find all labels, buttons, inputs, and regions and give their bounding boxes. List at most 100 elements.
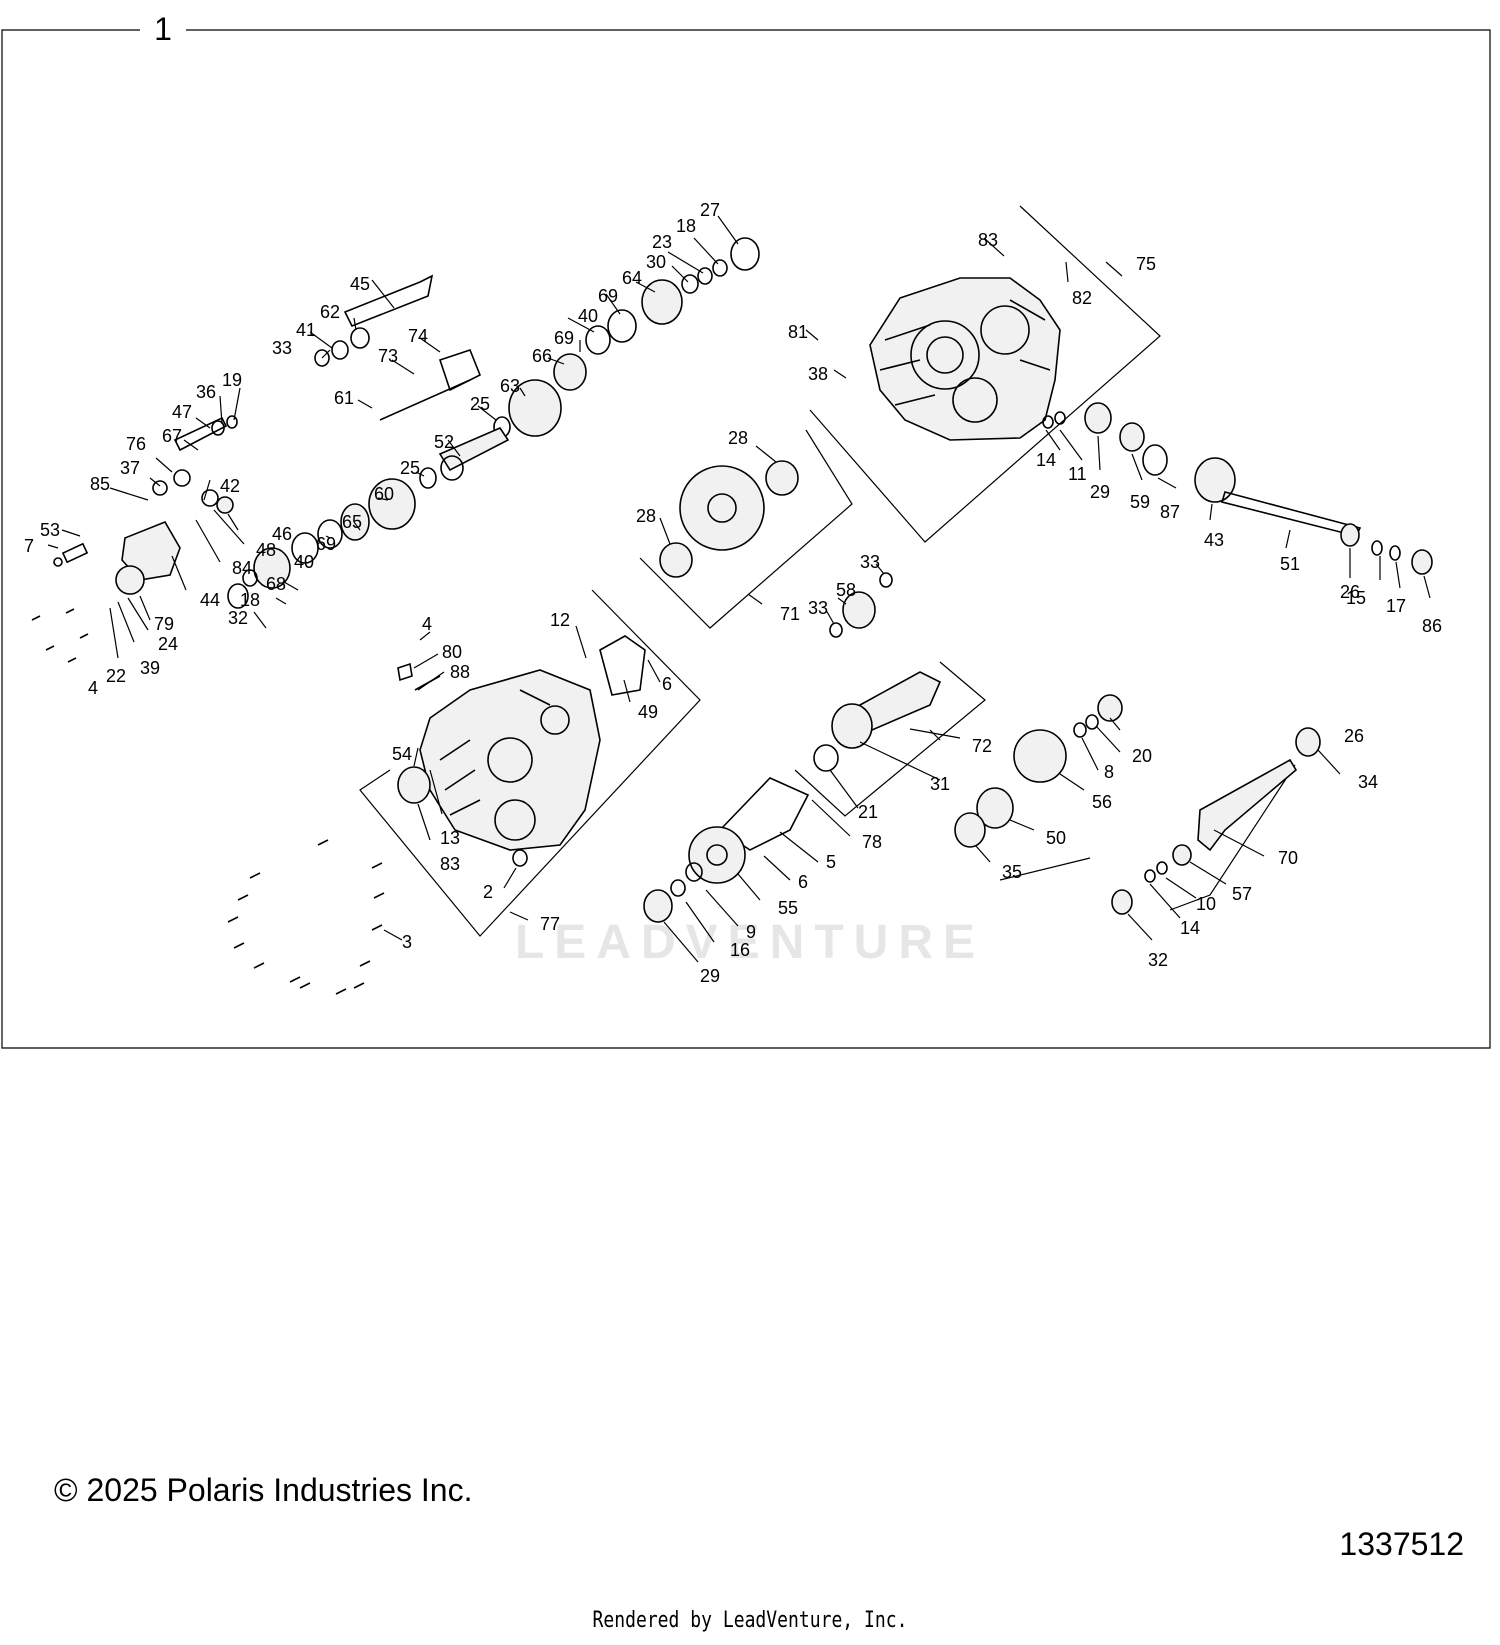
callout-74: 74 [408, 326, 428, 346]
callout-12: 12 [550, 610, 570, 630]
lower-case-small-parts [397, 635, 646, 867]
callout-9: 9 [746, 922, 756, 942]
callout-6b: 6 [798, 872, 808, 892]
shaft-72 [718, 671, 942, 851]
callout-41: 41 [296, 320, 316, 340]
lower-case-half [419, 669, 601, 851]
callout-43: 43 [1204, 530, 1224, 550]
callout-26a: 26 [1344, 726, 1364, 746]
callout-83b: 83 [440, 854, 460, 874]
callout-19: 19 [222, 370, 242, 390]
callout-40b: 40 [294, 552, 314, 572]
callout-40a: 40 [578, 306, 598, 326]
callout-64: 64 [622, 268, 642, 288]
callout-7: 7 [24, 536, 34, 556]
upper-case-half [869, 277, 1061, 441]
callout-38: 38 [808, 364, 828, 384]
actuator-parts [53, 415, 238, 595]
callout-18b: 18 [240, 590, 260, 610]
render-credit: Rendered by LeadVenture, Inc. [592, 1608, 908, 1633]
watermark: LEADVENTURE [515, 916, 985, 969]
callout-51: 51 [1280, 554, 1300, 574]
callout-33c: 33 [808, 598, 828, 618]
callout-4a: 4 [422, 614, 432, 634]
output-shaft-assembly [1042, 402, 1433, 575]
callout-48: 48 [256, 540, 276, 560]
callout-3: 3 [402, 932, 412, 952]
callout-82: 82 [1072, 288, 1092, 308]
callout-26b: 26 [1340, 582, 1360, 602]
callout-6a: 6 [662, 674, 672, 694]
subassembly-77-box [359, 589, 701, 937]
gear-56-50-group [954, 694, 1123, 848]
callout-56: 56 [1092, 792, 1112, 812]
callout-53: 53 [40, 520, 60, 540]
callout-24: 24 [158, 634, 178, 654]
callout-45: 45 [350, 274, 370, 294]
callout-35: 35 [1002, 862, 1022, 882]
callout-33a: 33 [272, 338, 292, 358]
callout-88: 88 [450, 662, 470, 682]
callout-25b: 25 [400, 458, 420, 478]
callout-28b: 28 [636, 506, 656, 526]
callout-39: 39 [140, 658, 160, 678]
callout-18a: 18 [676, 216, 696, 236]
callout-80: 80 [442, 642, 462, 662]
callout-78: 78 [862, 832, 882, 852]
subassembly-70-box [1169, 764, 1296, 911]
callout-81: 81 [788, 322, 808, 342]
callout-17: 17 [1386, 596, 1406, 616]
callout-31: 31 [930, 774, 950, 794]
callout-75: 75 [1136, 254, 1156, 274]
callout-70: 70 [1278, 848, 1298, 868]
callout-27: 27 [700, 200, 720, 220]
callout-65: 65 [342, 512, 362, 532]
callout-54: 54 [392, 744, 412, 764]
callout-60: 60 [374, 484, 394, 504]
callout-25a: 25 [470, 394, 490, 414]
callout-61: 61 [334, 388, 354, 408]
callout-14b: 14 [1180, 918, 1200, 938]
callout-32b: 32 [1148, 950, 1168, 970]
callout-labels: 1 2 3 4 4 5 6 6 7 8 9 10 11 12 13 14 14 … [24, 200, 1442, 986]
gear-55-group [643, 826, 746, 923]
callout-71: 71 [780, 604, 800, 624]
callout-46: 46 [272, 524, 292, 544]
copyright-notice: © 2025 Polaris Industries Inc. [54, 1472, 473, 1508]
callout-85: 85 [90, 474, 110, 494]
callout-20: 20 [1132, 746, 1152, 766]
callout-59: 59 [1130, 492, 1150, 512]
callout-29b: 29 [700, 966, 720, 986]
group-number: 1 [154, 11, 172, 47]
callout-76: 76 [126, 434, 146, 454]
shift-fork-assembly [314, 274, 482, 421]
callout-2: 2 [483, 882, 493, 902]
gear-58 [829, 572, 893, 638]
callout-4b: 4 [88, 678, 98, 698]
subassembly-71-box [639, 429, 853, 629]
diagram-frame: 1 [1, 11, 1491, 1049]
callout-13: 13 [440, 828, 460, 848]
callout-44: 44 [200, 590, 220, 610]
idler-gear-71 [659, 460, 799, 578]
shaft-70-group [1111, 727, 1321, 915]
callout-10: 10 [1196, 894, 1216, 914]
callout-30: 30 [646, 252, 666, 272]
callout-67: 67 [162, 426, 182, 446]
callout-66: 66 [532, 346, 552, 366]
callout-63: 63 [500, 376, 520, 396]
callout-58: 58 [836, 580, 856, 600]
callout-69b: 69 [554, 328, 574, 348]
callout-87: 87 [1160, 502, 1180, 522]
callout-47: 47 [172, 402, 192, 422]
callout-16: 16 [730, 940, 750, 960]
callout-34: 34 [1358, 772, 1378, 792]
callout-36: 36 [196, 382, 216, 402]
callout-28a: 28 [728, 428, 748, 448]
callout-23: 23 [652, 232, 672, 252]
callout-8: 8 [1104, 762, 1114, 782]
callout-50: 50 [1046, 828, 1066, 848]
bolt-set [31, 608, 385, 995]
callout-79: 79 [154, 614, 174, 634]
callout-37: 37 [120, 458, 140, 478]
